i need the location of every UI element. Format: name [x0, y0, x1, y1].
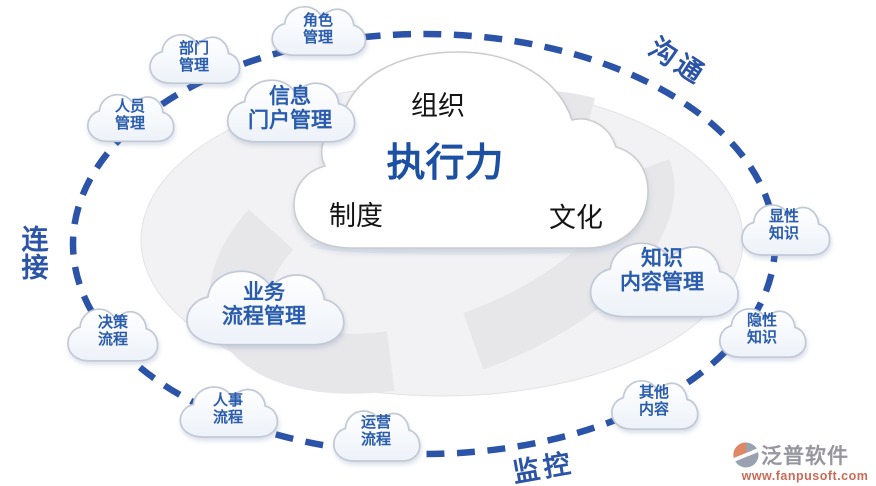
- cloud-label-personnel: 人员管理: [114, 98, 145, 132]
- cloud-label-knowledge-content: 知识内容管理: [620, 247, 704, 294]
- logo-website-url: www.fanpusoft.com: [741, 469, 869, 483]
- cloud-label-other-content: 其他内容: [638, 384, 669, 418]
- central-cloud-shape: [293, 51, 649, 249]
- cloud-label-decision-flow: 决策流程: [97, 314, 128, 348]
- fanpu-logo: 泛普软件 www.fanpusoft.com: [733, 440, 876, 483]
- center-label-culture: 文化: [549, 203, 603, 233]
- logo-company-name: 泛普软件: [761, 445, 849, 468]
- cloud-label-business-process: 业务流程管理: [222, 281, 306, 328]
- fanpu-logo-icon: [733, 442, 759, 468]
- center-label-organization: 组织: [411, 91, 465, 121]
- cloud-label-operation-flow: 运营流程: [360, 414, 391, 448]
- cloud-label-department: 部门管理: [178, 40, 209, 74]
- cloud-label-explicit-knowledge: 显性知识: [768, 208, 799, 242]
- center-title-execution: 执行力: [386, 142, 504, 185]
- cloud-label-hr-flow: 人事流程: [212, 392, 243, 426]
- ring-label-connection: 连接: [21, 225, 49, 283]
- cloud-label-info-portal: 信息门户管理: [248, 85, 332, 132]
- center-label-system: 制度: [329, 201, 383, 231]
- cloud-label-role: 角色管理: [302, 12, 333, 46]
- cloud-label-tacit-knowledge: 隐性知识: [746, 312, 777, 346]
